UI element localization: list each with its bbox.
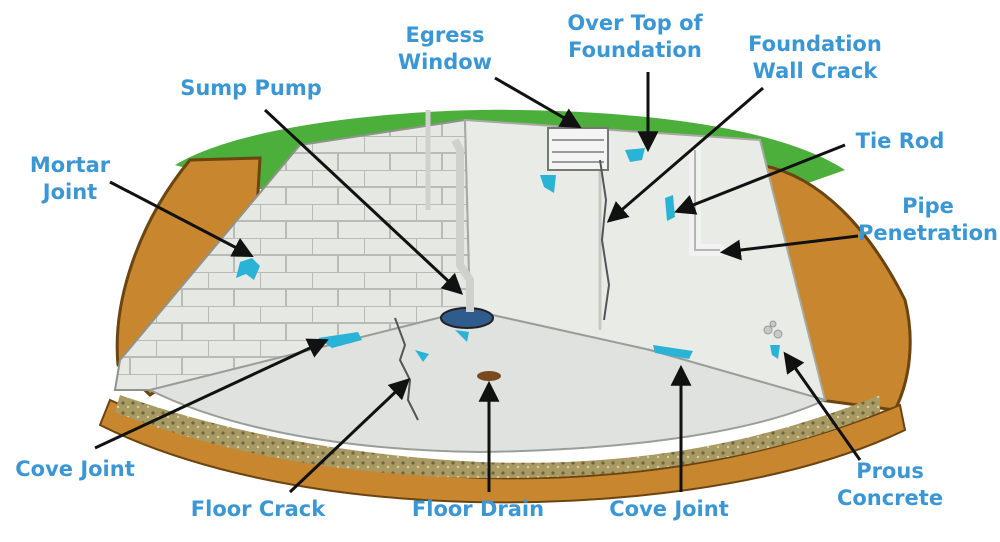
- arrow-prous-concrete: [783, 351, 862, 461]
- label-cove-joint-right: Cove Joint: [609, 497, 729, 521]
- arrow-tie-rod: [674, 143, 846, 215]
- water-leaks: [236, 148, 780, 362]
- label-sump-pump: Sump Pump: [180, 76, 322, 100]
- sump-pipe: [451, 138, 474, 312]
- soil-right: [758, 163, 912, 412]
- gravel-layer: [115, 395, 880, 479]
- wall-crack-line: [599, 159, 611, 321]
- porous-concrete-spot: [763, 320, 783, 339]
- floor-crack-line: [394, 317, 419, 421]
- arrow-wall-crack: [606, 86, 764, 223]
- label-cove-joint-left: Cove Joint: [15, 457, 135, 481]
- arrow-cove-joint-left: [94, 338, 329, 450]
- label-tie-rod: Tie Rod: [855, 129, 945, 153]
- egress-window: [547, 127, 609, 171]
- label-floor-drain: Floor Drain: [411, 497, 545, 521]
- floor-drain: [477, 371, 501, 381]
- arrow-sump-pump: [263, 108, 464, 295]
- arrow-mortar-joint: [109, 180, 254, 257]
- label-floor-crack: Floor Crack: [190, 497, 326, 521]
- arrow-egress-window: [494, 76, 582, 129]
- leader-arrows: [94, 72, 862, 494]
- arrow-pipe-penetration: [719, 234, 859, 261]
- arrow-floor-crack: [288, 378, 411, 494]
